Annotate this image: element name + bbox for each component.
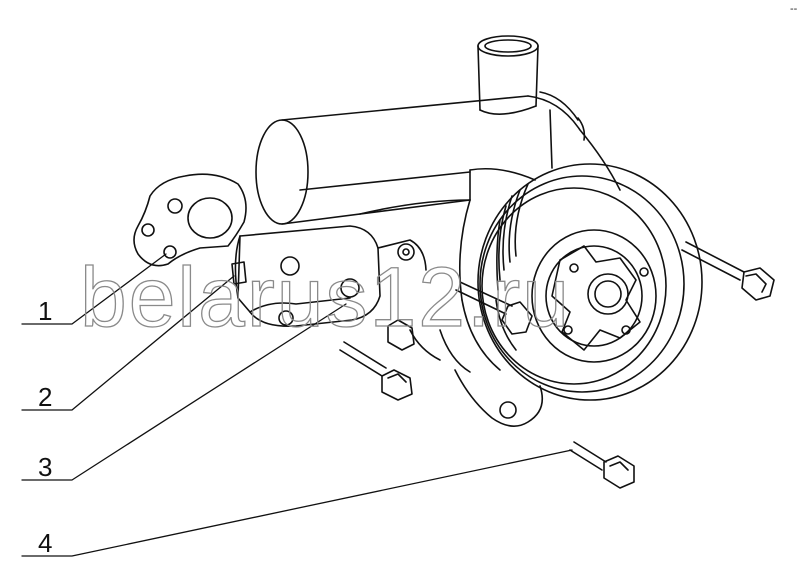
inlet-tube	[255, 95, 529, 225]
housing-bolt-holes	[397, 243, 415, 261]
gasket-flange	[133, 173, 247, 267]
pulley-hub	[551, 245, 649, 351]
outlet-pipe	[477, 35, 539, 115]
callout-number-2: 2	[38, 382, 52, 412]
callout-number-3: 3	[38, 452, 52, 482]
watermark-text: belarus12.ru	[80, 250, 571, 344]
bolt-upper-right	[681, 241, 775, 301]
bolt-lower-right	[569, 441, 635, 489]
pump-housing	[359, 91, 621, 427]
callout-number-4: 4	[38, 528, 52, 558]
pump-pulley	[477, 163, 703, 401]
bolt-left-middle	[339, 341, 413, 401]
long-bolt-right	[455, 281, 533, 335]
mounting-block	[231, 225, 427, 328]
bolt-housing-center	[387, 319, 415, 351]
callout-leaders	[21, 253, 573, 557]
callout-number-1: 1	[38, 296, 52, 326]
corner-mark: --	[790, 3, 798, 15]
